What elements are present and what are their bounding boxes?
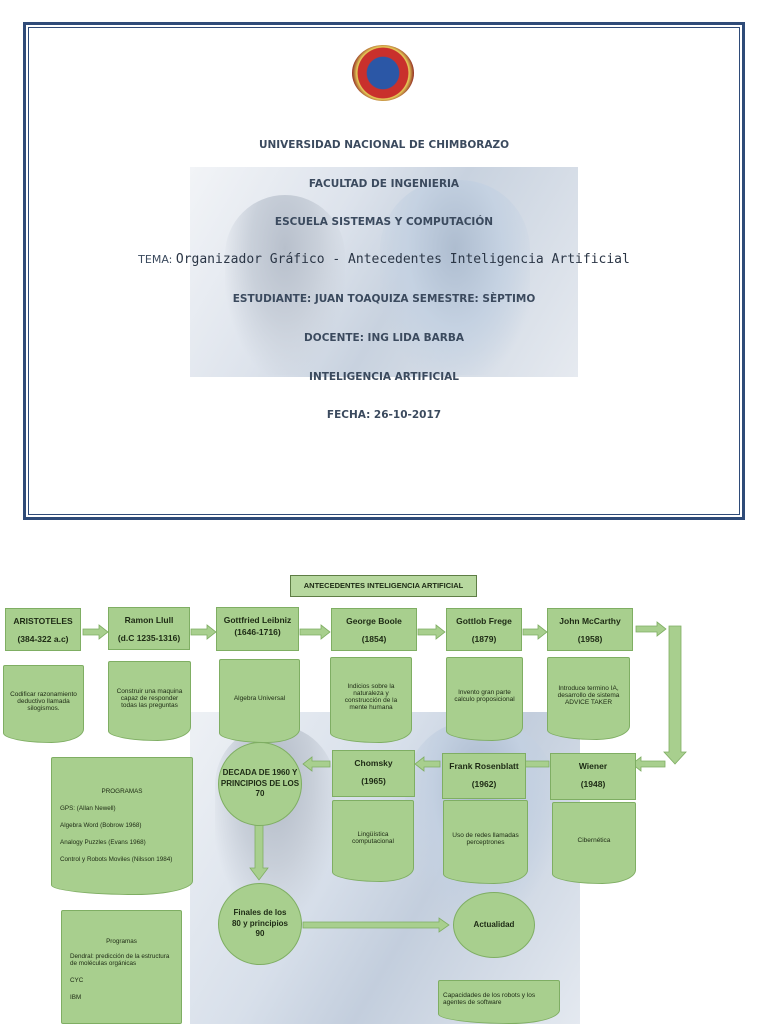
programas-item: Analogy Puzzles (Evans 1968) xyxy=(60,839,146,846)
node-name: Frank Rosenblatt xyxy=(449,761,519,771)
node-wiener: Wiener (1948) xyxy=(550,753,636,800)
node-aristoteles: ARISTOTELES (384-322 a.c) xyxy=(5,608,81,651)
node-date: (1646-1716) xyxy=(234,627,281,637)
programas-item: Control y Robots Moviles (Nilsson 1984) xyxy=(60,856,173,863)
programas-item: IBM xyxy=(70,994,82,1001)
node-gottlob-frege: Gottlob Frege (1879) xyxy=(446,608,522,651)
note-actualidad: Capacidades de los robots y los agentes … xyxy=(438,980,560,1024)
node-name: Wiener xyxy=(578,761,608,771)
subject-line: INTELIGENCIA ARTIFICIAL xyxy=(309,371,459,383)
note-leibniz: Algebra Universal xyxy=(219,659,300,743)
node-name: Gottfried Leibniz xyxy=(223,615,292,625)
programas-heading: Programas xyxy=(106,938,137,945)
node-actualidad: Actualidad xyxy=(453,892,535,958)
robot-figure-image xyxy=(380,180,530,375)
node-name: ARISTOTELES xyxy=(13,616,73,626)
programas-box-2: Programas Dendral: predicción de la estr… xyxy=(61,910,182,1024)
node-date: (d.C 1235-1316) xyxy=(117,633,181,643)
note-wiener: Cibernética xyxy=(552,802,636,884)
programas-item: Dendral: predicción de la estructura de … xyxy=(70,953,170,967)
node-decada-1960: DECADA DE 1960 Y PRINCIPIOS DE LOS 70 xyxy=(218,742,302,826)
node-chomsky: Chomsky (1965) xyxy=(332,750,415,797)
note-aristoteles: Codificar razonamiento deductivo llamada… xyxy=(3,665,84,743)
node-date: (1854) xyxy=(361,634,387,644)
teacher-line: DOCENTE: ING LIDA BARBA xyxy=(304,332,464,344)
node-name: Ramon Llull xyxy=(124,615,174,625)
university-seal-logo xyxy=(352,45,414,101)
node-finales-80: Finales de los 80 y principios 90 xyxy=(218,883,302,965)
node-name: John McCarthy xyxy=(559,616,621,626)
node-frank-rosenblatt: Frank Rosenblatt (1962) xyxy=(442,753,526,799)
node-john-mccarthy: John McCarthy (1958) xyxy=(547,608,633,651)
student-line: ESTUDIANTE: JUAN TOAQUIZA SEMESTRE: SÈPT… xyxy=(232,293,536,305)
tema-line: TEMA: Organizador Gráfico - Antecedentes… xyxy=(0,252,768,267)
diagram-title: ANTECEDENTES INTELIGENCIA ARTIFICIAL xyxy=(290,575,477,597)
date-line: FECHA: 26-10-2017 xyxy=(326,409,442,421)
node-leibniz: Gottfried Leibniz (1646-1716) xyxy=(216,607,299,651)
node-date: (1879) xyxy=(471,634,497,644)
programas-item: Algebra Word (Bobrow 1968) xyxy=(60,822,142,829)
node-ramon-llull: Ramon Llull (d.C 1235-1316) xyxy=(108,607,190,650)
node-date: (1965) xyxy=(361,776,386,786)
programas-item: GPS: (Allan Newell) xyxy=(60,805,116,812)
school-name: ESCUELA SISTEMAS Y COMPUTACIÓN xyxy=(274,216,494,228)
note-george-boole: Indicios sobre la naturaleza y construcc… xyxy=(330,657,412,743)
note-chomsky: Lingüística computacional xyxy=(332,800,414,882)
programas-item: CYC xyxy=(70,977,84,984)
node-name: George Boole xyxy=(346,616,402,626)
note-ramon-llull: Construir una maquina capaz de responder… xyxy=(108,661,191,741)
programas-heading: PROGRAMAS xyxy=(101,788,143,795)
node-date: (1958) xyxy=(577,634,603,644)
note-gottlob-frege: Invento gran parte calculo proposicional xyxy=(446,657,523,741)
faculty-name: FACULTAD DE INGENIERIA xyxy=(308,178,460,190)
node-date: (1962) xyxy=(471,779,497,789)
human-figure-image xyxy=(225,195,345,375)
programas-box-1: PROGRAMAS GPS: (Allan Newell) Algebra Wo… xyxy=(51,757,193,895)
node-date: (384-322 a.c) xyxy=(17,634,69,644)
tema-label: TEMA: xyxy=(138,253,173,266)
note-john-mccarthy: Introduce termino IA, desarrollo de sist… xyxy=(547,657,630,740)
node-date: (1948) xyxy=(580,779,606,789)
node-name: Gottlob Frege xyxy=(456,616,512,626)
node-name: Chomsky xyxy=(354,758,393,768)
tema-value: Organizador Gráfico - Antecedentes Intel… xyxy=(175,252,630,267)
node-george-boole: George Boole (1854) xyxy=(331,608,417,651)
university-name: UNIVERSIDAD NACIONAL DE CHIMBORAZO xyxy=(258,139,510,151)
note-frank-rosenblatt: Uso de redes llamadas perceptrones xyxy=(443,800,528,884)
